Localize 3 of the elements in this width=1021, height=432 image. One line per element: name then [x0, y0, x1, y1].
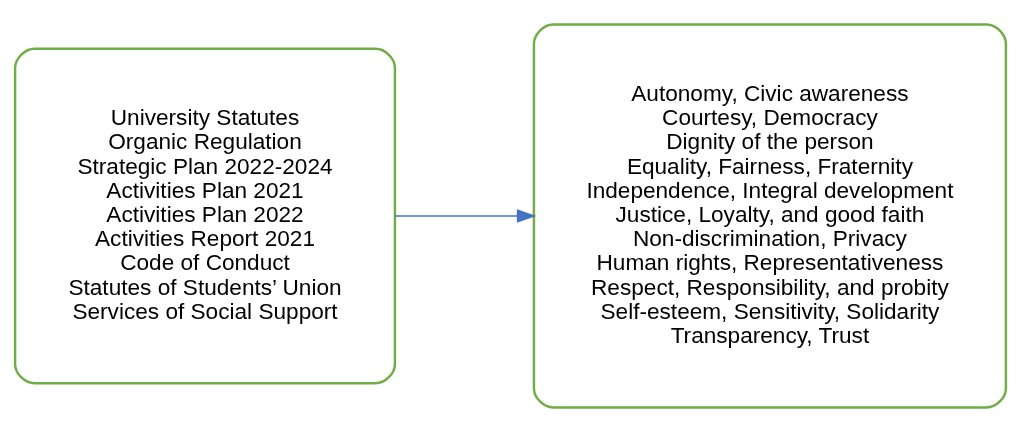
node-box: Autonomy, Civic awareness Courtesy, Democracy Dignity of the person Equality, Fairness, Fraternity Independence, Integral development Justice, Loyalty, and good faith Non-discrimination, Privacy Human rights, Representativeness Respect, Responsibility, and probity Self-esteem, Sensitivity, Solidarity Transparency, Trust	[532, 23, 1008, 409]
node-box: University Statutes Organic Regulation Strategic Plan 2022-2024 Activities Plan 2021 Activities Plan 2022 Activities Report 2021 Code of Conduct Statutes of Students’ Union Services of Social Support	[13, 47, 397, 385]
arrow	[394, 209, 537, 223]
